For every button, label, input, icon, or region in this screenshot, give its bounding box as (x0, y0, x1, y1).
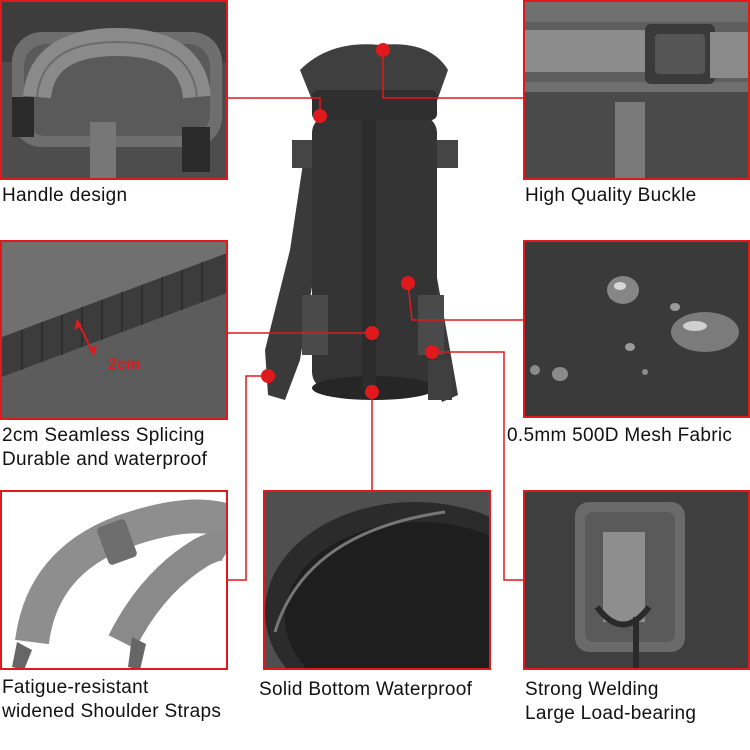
callout-dot-welding (425, 345, 439, 359)
straps-illustration (2, 492, 226, 668)
callout-line-welding (432, 351, 523, 581)
buckle-illustration (525, 2, 748, 178)
callout-line-handle (228, 97, 321, 115)
welding-detail-photo (523, 490, 750, 670)
caption-line: widened Shoulder Straps (2, 701, 222, 722)
callout-dot-buckle (376, 43, 390, 57)
mesh-fabric-detail-photo (523, 240, 750, 418)
welding-illustration (525, 492, 748, 668)
splicing-detail-photo: 2cm (0, 240, 228, 420)
caption-straps: Fatigue-resistant widened Shoulder Strap… (2, 676, 221, 724)
caption-line: Strong Welding (525, 679, 659, 700)
caption-line: Durable and waterproof (2, 449, 208, 470)
caption-line: 0.5mm 500D Mesh Fabric (507, 425, 733, 446)
caption-line: Large Load-bearing (525, 703, 697, 724)
callout-line-buckle (382, 50, 523, 99)
caption-bottom: Solid Bottom Waterproof (259, 678, 472, 702)
measure-label: 2cm (108, 356, 141, 373)
backpack-illustration (265, 44, 458, 402)
callout-dot-handle (313, 109, 327, 123)
caption-line: High Quality Buckle (525, 185, 697, 206)
caption-mesh: 0.5mm 500D Mesh Fabric (507, 424, 732, 448)
bottom-detail-photo (263, 490, 491, 670)
caption-line: 2cm Seamless Splicing (2, 425, 205, 446)
shoulder-straps-detail-photo (0, 490, 228, 670)
caption-handle: Handle design (2, 184, 127, 208)
callout-lines (228, 50, 523, 581)
mesh-illustration (525, 242, 748, 416)
bottom-illustration (265, 492, 489, 668)
handle-illustration (2, 2, 226, 178)
callout-dot-mesh (401, 276, 415, 290)
caption-line: Fatigue-resistant (2, 677, 149, 698)
caption-line: Handle design (2, 185, 128, 206)
caption-buckle: High Quality Buckle (525, 184, 697, 208)
splicing-illustration (2, 242, 226, 418)
callout-line-straps (228, 375, 268, 581)
callout-dot-bottom (365, 385, 379, 399)
callout-dot-straps (261, 369, 275, 383)
callout-dot-splicing (365, 326, 379, 340)
callout-line-mesh (407, 282, 523, 321)
caption-welding: Strong Welding Large Load-bearing (525, 678, 696, 726)
caption-splicing: 2cm Seamless Splicing Durable and waterp… (2, 424, 207, 472)
buckle-detail-photo (523, 0, 750, 180)
caption-line: Solid Bottom Waterproof (259, 679, 473, 700)
callout-dots (261, 43, 439, 399)
handle-detail-photo (0, 0, 228, 180)
